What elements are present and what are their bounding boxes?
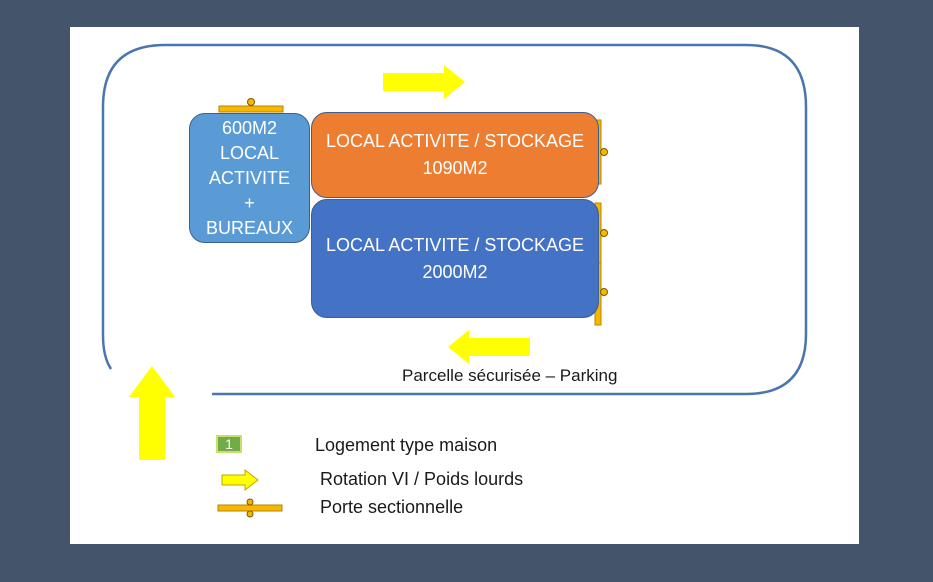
storage-1090-building: LOCAL ACTIVITE / STOCKAGE 1090M2	[311, 112, 599, 198]
offices-building-label: 600M2 LOCAL ACTIVITE + BUREAUX	[205, 117, 294, 238]
legend-house-label: Logement type maison	[315, 435, 498, 455]
arrow-right-icon	[383, 65, 465, 99]
site-plan-canvas: 600M2 LOCAL ACTIVITE + BUREAUX LOCAL ACT…	[70, 27, 859, 544]
legend-arrow-icon	[221, 468, 259, 492]
offices-building: 600M2 LOCAL ACTIVITE + BUREAUX	[189, 113, 310, 243]
storage-1090-label: LOCAL ACTIVITE / STOCKAGE 1090M2	[325, 131, 585, 178]
storage-2000-label: LOCAL ACTIVITE / STOCKAGE 2000M2	[325, 234, 585, 282]
arrow-up-icon	[129, 366, 175, 460]
legend-door-icon	[217, 498, 283, 518]
storage-2000-building: LOCAL ACTIVITE / STOCKAGE 2000M2	[311, 199, 599, 318]
parcel-label: Parcelle sécurisée – Parking	[402, 366, 618, 385]
arrow-left-icon	[448, 330, 530, 364]
legend-house-badge: 1	[216, 435, 242, 453]
parcel-outline	[101, 43, 808, 396]
legend-rotation-label: Rotation VI / Poids lourds	[320, 469, 524, 489]
legend-door-label: Porte sectionnelle	[320, 497, 464, 517]
